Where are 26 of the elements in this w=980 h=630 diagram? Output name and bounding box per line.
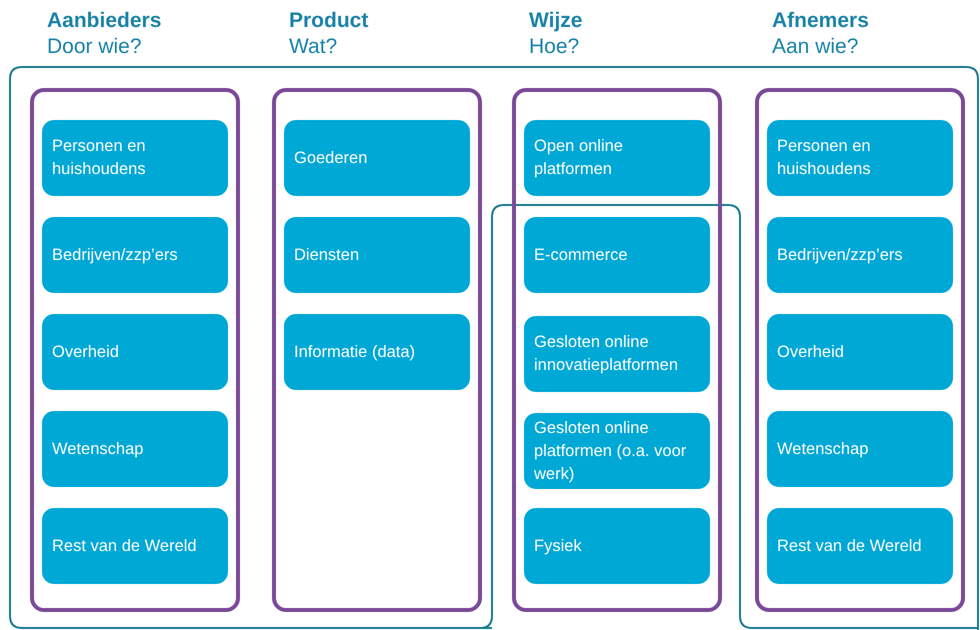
category-card: Open online platformen xyxy=(524,120,710,196)
category-card: Overheid xyxy=(42,314,228,390)
column-heading: Wijze xyxy=(529,8,582,34)
category-card: Personen en huishoudens xyxy=(767,120,953,196)
column-heading: Afnemers xyxy=(772,8,869,34)
category-card: Rest van de Wereld xyxy=(767,508,953,584)
column-heading: Aanbieders xyxy=(47,8,162,34)
column-heading: Product xyxy=(289,8,368,34)
column-subheading: Door wie? xyxy=(47,34,142,60)
category-card: Rest van de Wereld xyxy=(42,508,228,584)
category-card: Wetenschap xyxy=(767,411,953,487)
category-card: Gesloten online platformen (o.a. voor werk) xyxy=(524,413,710,489)
category-card: Fysiek xyxy=(524,508,710,584)
category-card: E-commerce xyxy=(524,217,710,293)
category-card: Informatie (data) xyxy=(284,314,470,390)
category-card: Bedrijven/zzp’ers xyxy=(42,217,228,293)
category-card: Goederen xyxy=(284,120,470,196)
column-subheading: Aan wie? xyxy=(772,34,858,60)
column-subheading: Hoe? xyxy=(529,34,580,60)
category-card: Bedrijven/zzp’ers xyxy=(767,217,953,293)
category-card: Personen en huishoudens xyxy=(42,120,228,196)
category-card: Wetenschap xyxy=(42,411,228,487)
category-card: Overheid xyxy=(767,314,953,390)
category-card: Gesloten online innovatieplatformen xyxy=(524,316,710,392)
category-card: Diensten xyxy=(284,217,470,293)
column-subheading: Wat? xyxy=(289,34,338,60)
